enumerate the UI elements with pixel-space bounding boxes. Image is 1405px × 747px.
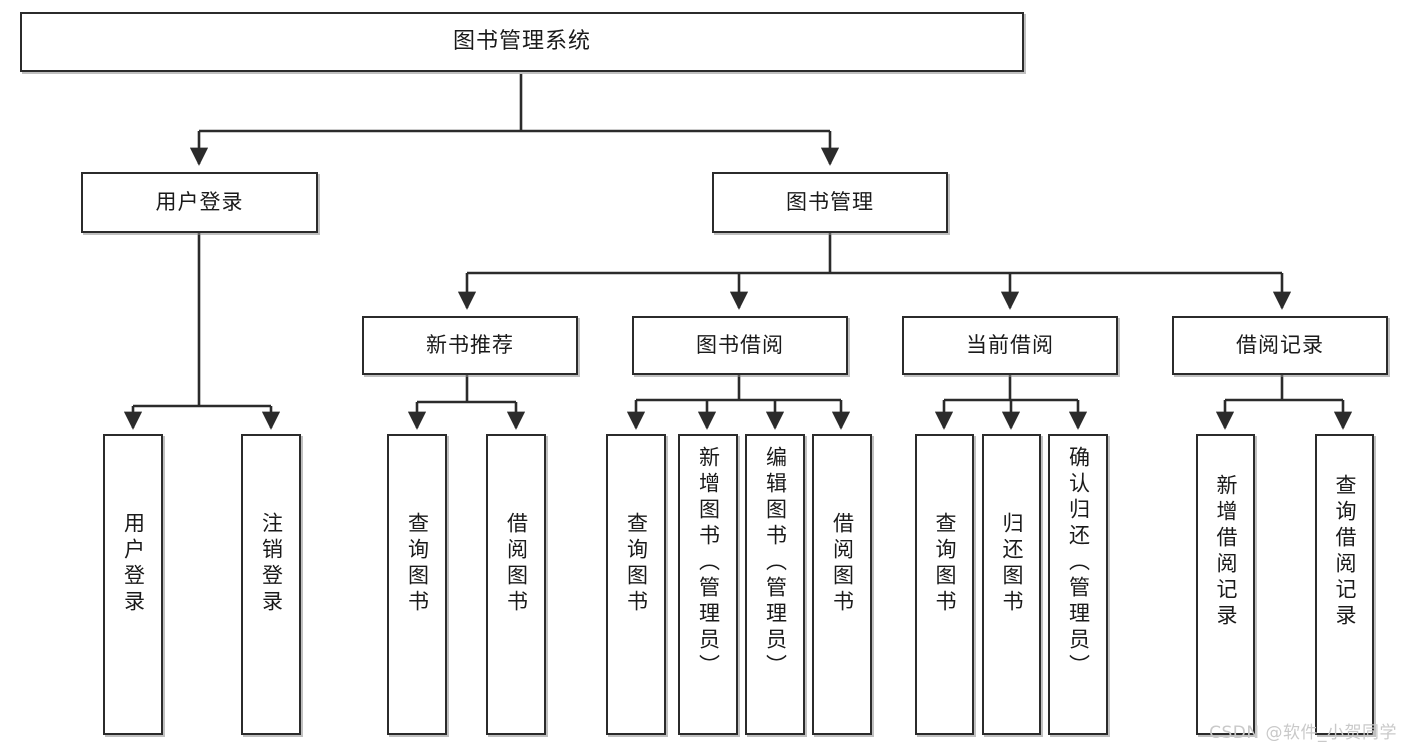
node-leaf-add-borrow-record[interactable]: 新增借阅记录 bbox=[1196, 434, 1255, 735]
node-label: 确认归还（管理员） bbox=[1066, 446, 1091, 680]
node-user-login[interactable]: 用户登录 bbox=[81, 172, 318, 233]
node-leaf-borrow-book-1[interactable]: 借阅图书 bbox=[486, 434, 546, 735]
watermark: CSDN @软件_小贺同学 bbox=[1209, 723, 1397, 743]
node-label: 借阅记录 bbox=[1236, 333, 1324, 358]
node-label: 用户登录 bbox=[121, 512, 146, 616]
node-label: 查询借阅记录 bbox=[1333, 474, 1357, 630]
node-label: 查询图书 bbox=[624, 512, 649, 616]
node-label: 新书推荐 bbox=[426, 333, 514, 358]
node-leaf-logout-login[interactable]: 注销登录 bbox=[241, 434, 301, 735]
node-label: 查询图书 bbox=[405, 512, 430, 616]
node-leaf-query-book-2[interactable]: 查询图书 bbox=[606, 434, 666, 735]
node-current-borrow[interactable]: 当前借阅 bbox=[902, 316, 1118, 375]
node-leaf-borrow-book-2[interactable]: 借阅图书 bbox=[812, 434, 872, 735]
node-label: 借阅图书 bbox=[830, 512, 855, 616]
node-leaf-confirm-return-admin[interactable]: 确认归还（管理员） bbox=[1048, 434, 1108, 735]
node-leaf-edit-book-admin[interactable]: 编辑图书（管理员） bbox=[745, 434, 805, 735]
node-book-manage[interactable]: 图书管理 bbox=[712, 172, 948, 233]
node-label: 归还图书 bbox=[1000, 512, 1024, 616]
node-label: 编辑图书（管理员） bbox=[763, 446, 788, 680]
node-leaf-query-book-3[interactable]: 查询图书 bbox=[915, 434, 974, 735]
node-leaf-add-book-admin[interactable]: 新增图书（管理员） bbox=[678, 434, 738, 735]
node-label: 注销登录 bbox=[259, 512, 284, 616]
node-label: 图书管理系统 bbox=[452, 29, 591, 55]
node-label: 借阅图书 bbox=[504, 512, 529, 616]
node-label: 图书借阅 bbox=[696, 333, 784, 358]
node-book-borrow[interactable]: 图书借阅 bbox=[632, 316, 848, 375]
node-label: 新增图书（管理员） bbox=[696, 446, 721, 680]
node-borrow-record[interactable]: 借阅记录 bbox=[1172, 316, 1388, 375]
node-label: 当前借阅 bbox=[966, 333, 1054, 358]
node-new-book-rec[interactable]: 新书推荐 bbox=[362, 316, 578, 375]
node-label: 用户登录 bbox=[155, 190, 244, 215]
node-label: 查询图书 bbox=[933, 512, 957, 616]
node-label: 新增借阅记录 bbox=[1214, 474, 1238, 630]
node-leaf-query-book-1[interactable]: 查询图书 bbox=[387, 434, 447, 735]
node-leaf-query-borrow-record[interactable]: 查询借阅记录 bbox=[1315, 434, 1374, 735]
node-leaf-return-book[interactable]: 归还图书 bbox=[982, 434, 1041, 735]
node-label: 图书管理 bbox=[786, 190, 874, 215]
node-leaf-user-login[interactable]: 用户登录 bbox=[103, 434, 163, 735]
node-root-system[interactable]: 图书管理系统 bbox=[20, 12, 1024, 72]
